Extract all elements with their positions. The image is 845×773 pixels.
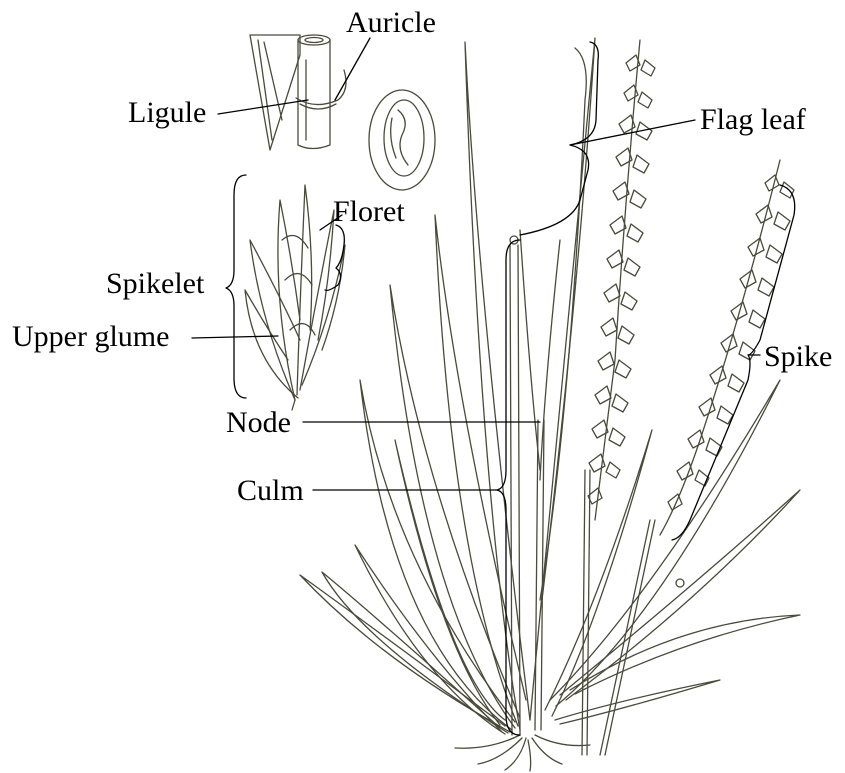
label-upper-glume: Upper glume	[12, 322, 169, 352]
label-auricle: Auricle	[346, 8, 436, 38]
spikelet-detail-illustration	[245, 185, 345, 410]
label-ligule: Ligule	[128, 98, 206, 128]
label-floret: Floret	[333, 197, 405, 227]
grass-leaves-illustration	[300, 38, 800, 734]
label-culm: Culm	[237, 476, 304, 506]
roots-illustration	[455, 735, 590, 771]
upper-glume-leader-line	[192, 336, 278, 338]
label-spikelet: Spikelet	[106, 269, 204, 299]
sheath-detail-illustration	[250, 35, 346, 150]
spikelet-bracket	[226, 175, 246, 398]
label-node: Node	[226, 408, 291, 438]
leaf-cross-section-illustration	[369, 90, 435, 190]
spike-illustration-center	[588, 40, 655, 520]
label-spike: Spike	[764, 342, 832, 372]
flag-leaf-bracket	[520, 42, 598, 235]
auricle-leader-line	[335, 38, 370, 100]
label-flag-leaf: Flag leaf	[700, 105, 806, 135]
